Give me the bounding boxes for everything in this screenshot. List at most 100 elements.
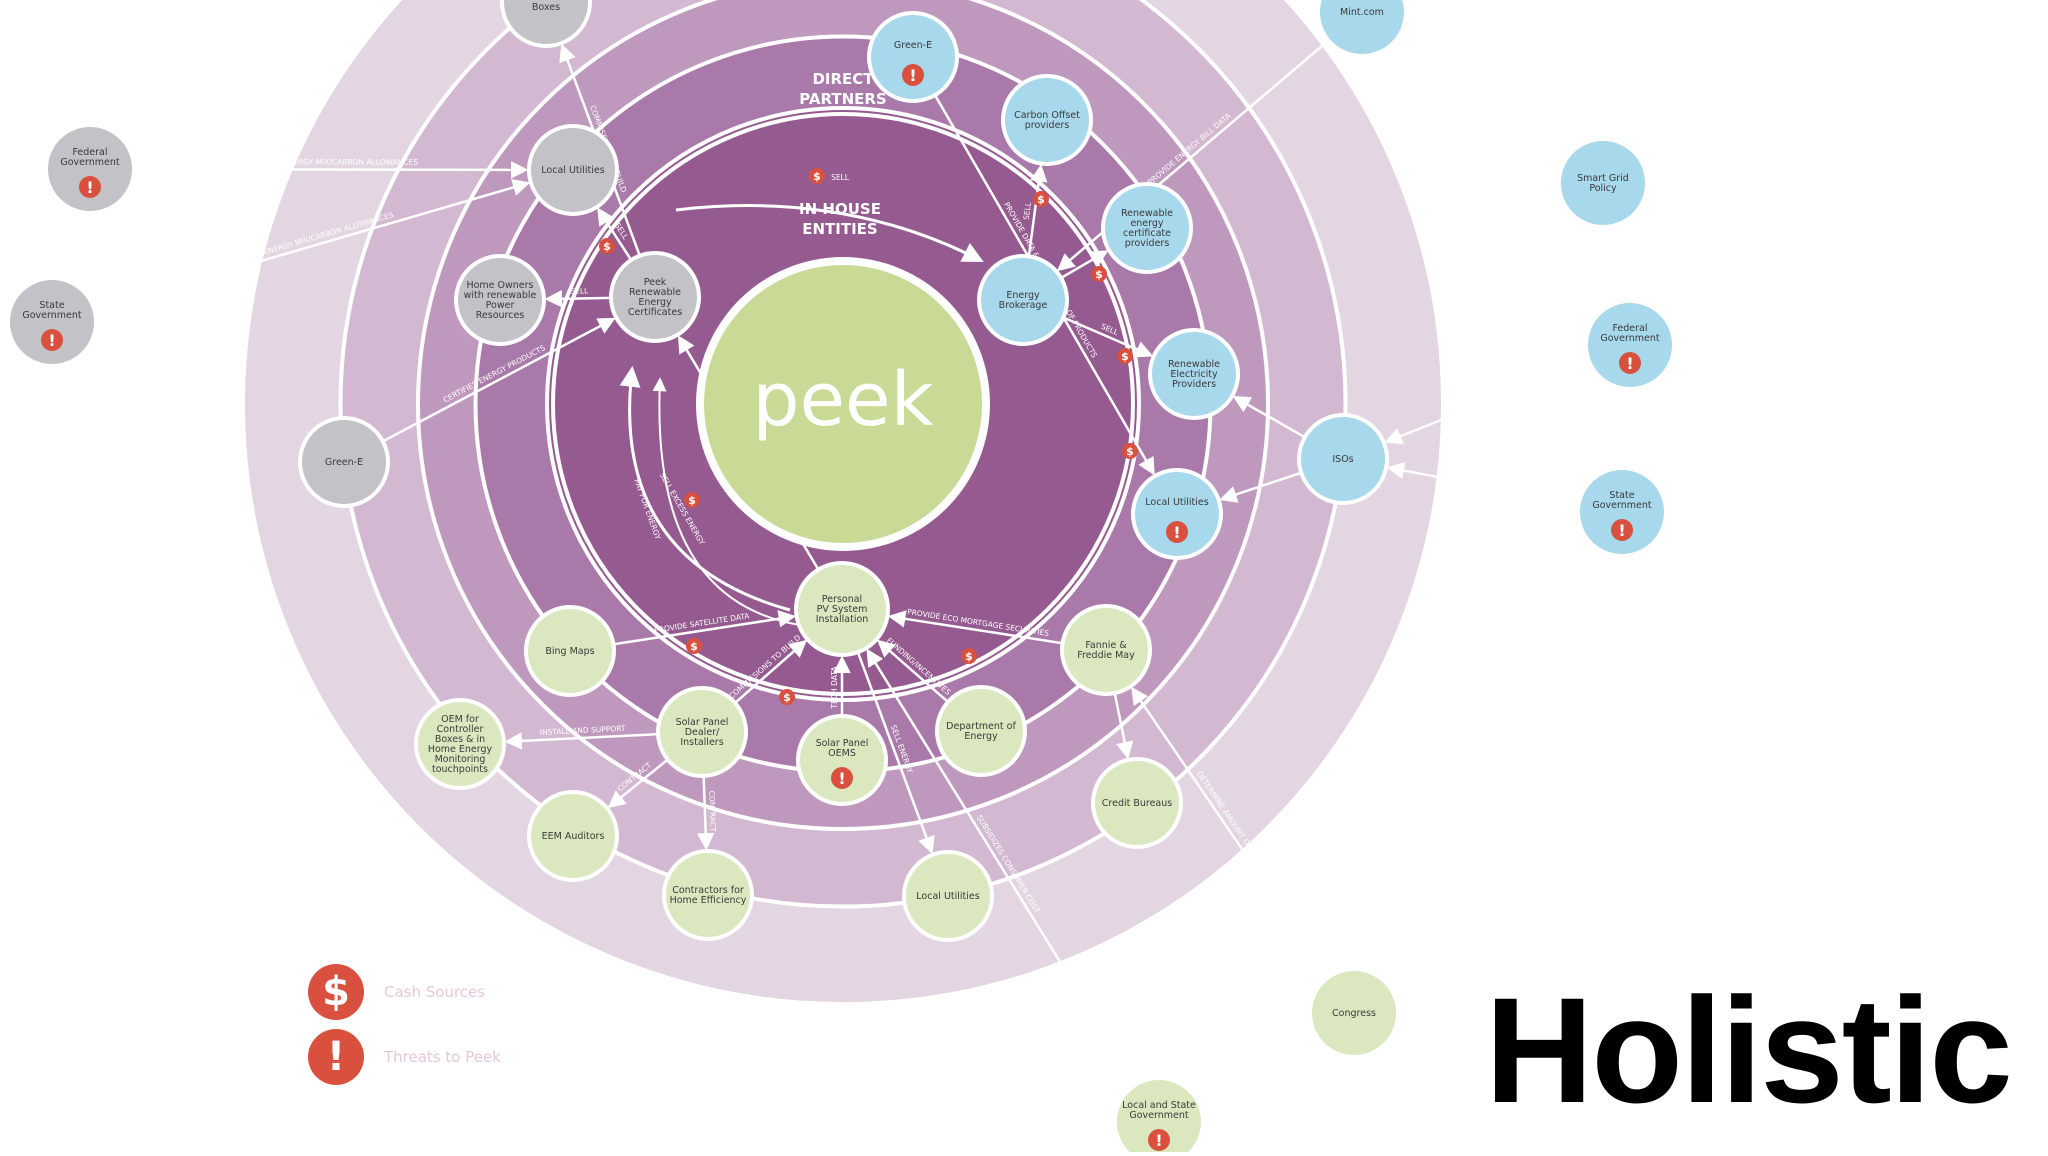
legend-cash-label: Cash Sources (384, 983, 486, 1001)
node-mint: Mint.com (1316, 0, 1408, 58)
node-eem-auditors: EEM Auditors (527, 790, 619, 882)
dollar-glyph: $ (690, 640, 698, 653)
node-circle (1148, 328, 1240, 420)
node-green-e-gray: Green-E (298, 416, 390, 508)
exclamation-icon: ! (308, 1029, 364, 1085)
dollar-icon (779, 689, 795, 705)
edge-fannie-freddie-to-credit-bureaus (1113, 692, 1134, 760)
dollar-icon (1091, 266, 1107, 282)
edge-label: INSTALL AND SUPPORT (540, 724, 627, 737)
node-label: Green-E (325, 457, 363, 468)
peek-logo: peek (753, 357, 934, 443)
node-circle (662, 849, 754, 941)
edge-excess-energy-arc (619, 365, 791, 612)
dollar-glyph: $ (1126, 445, 1134, 458)
edge-energy-brokerage-to-carbon-offset (1027, 164, 1048, 257)
edge-fannie-freddie-to-personal-pv (887, 610, 1063, 645)
node-isos: ISOs (1297, 413, 1389, 505)
edge-label: DETERMINE POLICY (1450, 376, 1522, 411)
node-label: Congress (1332, 1008, 1376, 1019)
node-circle (1113, 1076, 1205, 1156)
edge-green-e-gray-to-peek-rec (382, 317, 616, 443)
node-circle (298, 416, 390, 508)
dollar-glyph: $ (965, 650, 973, 663)
exclamation-glyph: ! (1155, 1131, 1162, 1150)
node-circle (527, 124, 619, 216)
node-label: Local Utilities (541, 165, 604, 176)
node-circle (1001, 74, 1093, 166)
node-circle (1091, 757, 1183, 849)
node-local-utilities-gray: Local Utilities (527, 124, 619, 216)
edge-peek-rec-to-local-utilities-gray (597, 207, 633, 261)
node-bing-maps: Bing Maps (524, 605, 616, 697)
threat-icon (79, 176, 101, 198)
node-circle (1060, 604, 1152, 696)
edge-federal-gov-right-to-smart-grid (1604, 226, 1624, 302)
threat-icon (1166, 521, 1188, 543)
edge-energy-brokerage-to-renewable-electricity (1062, 316, 1154, 358)
edge-bing-maps-to-personal-pv (613, 610, 797, 646)
threat-icon (1619, 352, 1641, 374)
dollar-icon (809, 168, 825, 184)
threat-icon (831, 767, 853, 789)
node-congress: Congress (1308, 967, 1400, 1059)
edge-label: SELL (570, 286, 589, 295)
node-circle (977, 254, 1069, 346)
dollar-glyph: $ (813, 170, 821, 183)
threat-icon (1148, 1129, 1170, 1151)
node-circle (656, 686, 748, 778)
dollar-icon (1033, 191, 1049, 207)
node-label: Credit Bureaus (1102, 798, 1173, 809)
edge-label: CONTRACT (707, 791, 718, 833)
node-circle (796, 714, 888, 806)
dollar-icon (1122, 443, 1138, 459)
threat-icon (1611, 519, 1633, 541)
peek-core (704, 265, 982, 543)
dollar-glyph: $ (603, 240, 611, 253)
exclamation-glyph: ! (48, 331, 55, 350)
node-label: Local Utilities (916, 891, 979, 902)
exclamation-glyph: ! (1618, 521, 1625, 540)
edge-isos-to-renewable-electricity (1232, 396, 1306, 439)
node-circle (902, 850, 994, 942)
node-circle (794, 561, 890, 657)
node-label: Bing Maps (545, 646, 594, 657)
node-circle (414, 698, 506, 790)
exclamation-glyph: ! (838, 769, 845, 788)
threat-icon (41, 329, 63, 351)
dollar-icon (1117, 348, 1133, 364)
edge-federal-gov-left-to-local-utilities-gray (133, 161, 529, 179)
dollar-icon: $ (308, 964, 364, 1020)
dollar-glyph: $ (783, 691, 791, 704)
